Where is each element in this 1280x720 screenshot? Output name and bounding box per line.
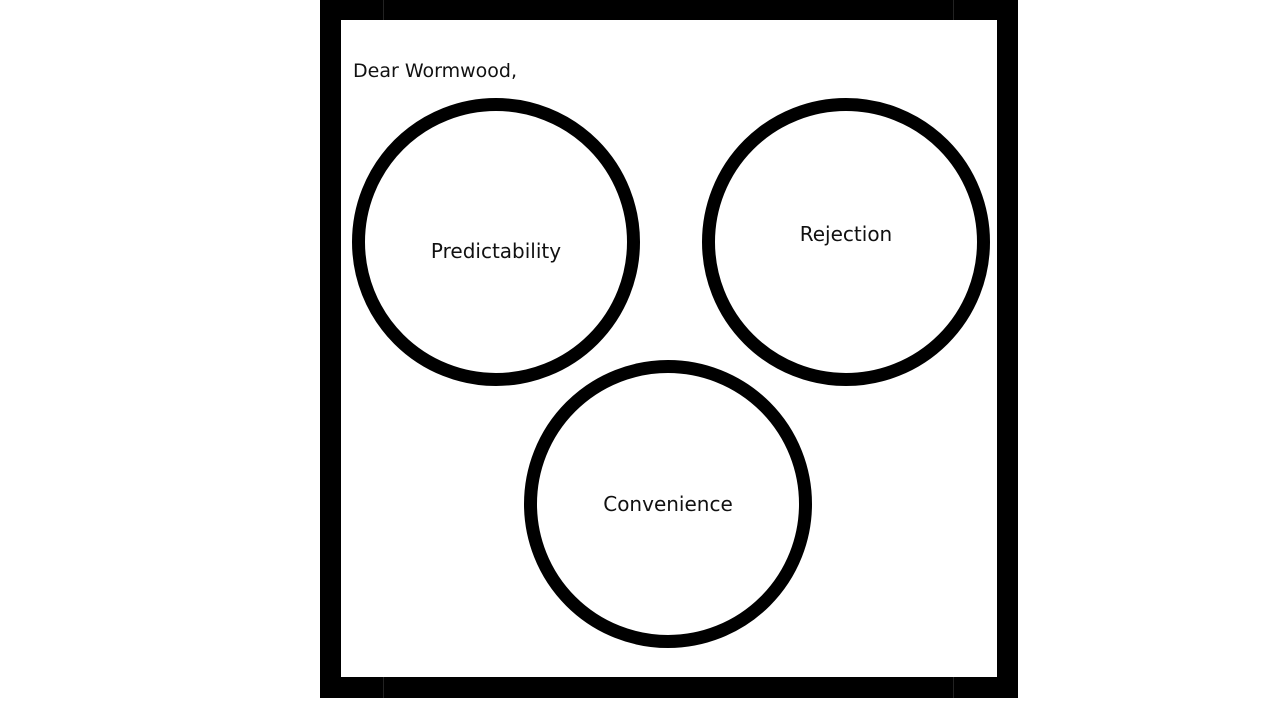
frame-seam: [383, 0, 384, 20]
frame-seam: [383, 677, 384, 698]
circle-label-predictability: Predictability: [430, 239, 562, 263]
frame-seam: [953, 677, 954, 698]
greeting-text: Dear Wormwood,: [353, 60, 517, 82]
frame-seam: [953, 0, 954, 20]
circle-label-convenience: Convenience: [603, 492, 733, 516]
circle-label-rejection: Rejection: [799, 222, 893, 246]
